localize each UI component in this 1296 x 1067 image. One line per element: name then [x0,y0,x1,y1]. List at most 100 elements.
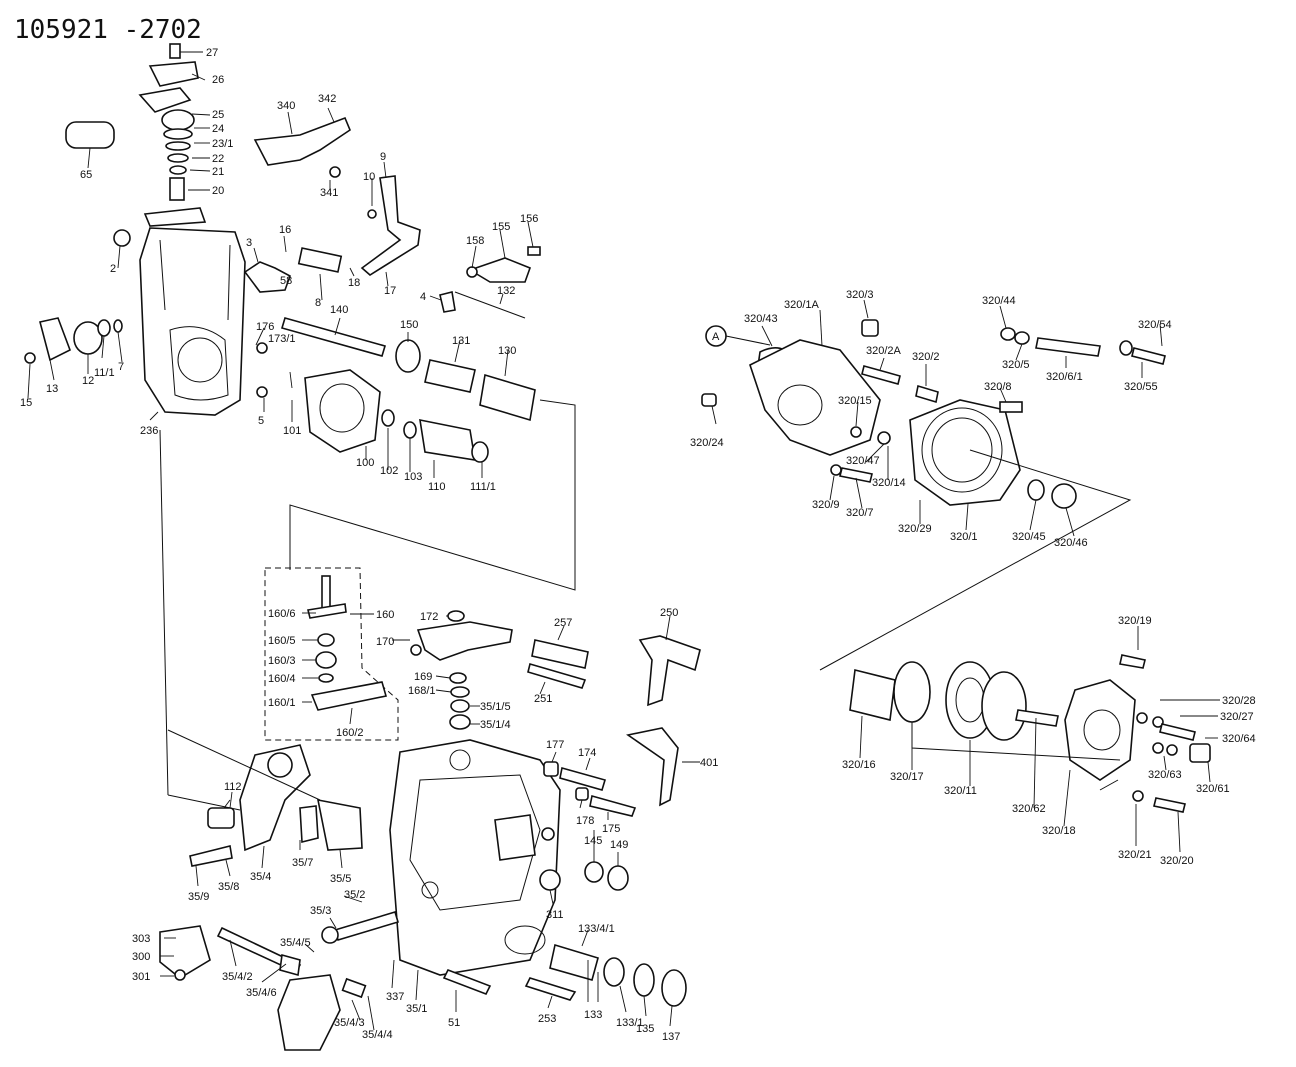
part-label: 149 [610,839,628,851]
part-label: 102 [380,465,398,477]
part-label: 35/9 [188,891,209,903]
part-label: 320/28 [1222,695,1256,707]
part-label: 320/11 [944,785,977,797]
part-label: 320/19 [1118,615,1152,627]
part-label: 320/62 [1012,803,1046,815]
part-label: 320/27 [1220,711,1254,723]
part-label: 160/5 [268,635,296,647]
part-label: 178 [576,815,594,827]
part-label: 320/2 [912,351,940,363]
part-label: 26 [212,74,224,86]
part-label: 100 [356,457,374,469]
part-label: 35/1/4 [480,719,511,731]
part-label: 22 [212,153,224,165]
part-label: 320/16 [842,759,876,771]
part-label: 13 [46,383,58,395]
part-label: 8 [315,297,321,309]
part-label: 17 [384,285,396,297]
part-label: 311 [546,909,564,921]
part-label: 150 [400,319,418,331]
part-label: 133/1 [616,1017,644,1029]
part-label: 9 [380,151,386,163]
part-label: 131 [452,335,470,347]
part-label: 173/1 [268,333,296,345]
part-label: 320/3 [846,289,874,301]
part-label: 7 [118,361,124,373]
pump-body-group [159,567,701,1051]
part-label: 320/63 [1148,769,1182,781]
part-label: 170 [376,636,394,648]
part-label: 20 [212,185,224,197]
part-label: 58 [280,275,292,287]
part-label: 101 [283,425,301,437]
part-label: 320/44 [982,295,1016,307]
part-label: 401 [700,757,718,769]
part-label: 300 [132,951,150,963]
part-label: 110 [428,481,446,493]
part-label: 320/54 [1138,319,1172,331]
part-label: 35/4/5 [280,937,311,949]
part-labels: 2726252423/12221206523165881817340342341… [20,47,1256,1043]
part-label: 340 [277,100,295,112]
part-label: A [712,331,720,343]
part-label: 51 [448,1017,460,1029]
part-label: 4 [420,291,426,303]
part-label: 35/4/3 [334,1017,365,1029]
part-label: 320/43 [744,313,778,325]
part-label: 320/9 [812,499,840,511]
housing-320-group [701,319,1166,671]
part-label: 158 [466,235,484,247]
part-label: 135 [636,1023,654,1035]
part-label: 156 [520,213,538,225]
part-label: 341 [320,187,338,199]
part-label: 65 [80,169,92,181]
part-label: 320/6/1 [1046,371,1083,383]
part-label: 35/1 [406,1003,427,1015]
part-label: 320/1A [784,299,820,311]
part-label: 160 [376,609,394,621]
drawing-number: 105921 -2702 [14,15,202,45]
part-label: 35/1/5 [480,701,511,713]
part-label: 16 [279,224,291,236]
part-label: 174 [578,747,596,759]
part-label: 130 [498,345,516,357]
part-label: 320/17 [890,771,924,783]
part-label: 251 [534,693,552,705]
part-label: 133 [584,1009,602,1021]
part-label: 35/4 [250,871,271,883]
part-label: 175 [602,823,620,835]
part-label: 168/1 [408,685,436,697]
part-label: 160/1 [268,697,296,709]
part-label: 160/4 [268,673,296,685]
part-label: 160/2 [336,727,364,739]
part-label: 160/6 [268,608,296,620]
part-label: 35/7 [292,857,313,869]
part-label: 103 [404,471,422,483]
part-label: 320/8 [984,381,1012,393]
part-label: 132 [497,285,515,297]
part-label: 320/15 [838,395,872,407]
part-label: 35/4/6 [246,987,277,999]
part-label: 137 [662,1031,680,1043]
part-label: 35/3 [310,905,331,917]
part-label: 3 [246,237,252,249]
part-label: 320/21 [1118,849,1152,861]
part-label: 160/3 [268,655,296,667]
part-label: 253 [538,1013,556,1025]
part-label: 111/1 [470,481,496,493]
part-label: 2 [110,263,116,275]
part-label: 250 [660,607,678,619]
part-label: 320/61 [1196,783,1230,795]
part-label: 320/64 [1222,733,1256,745]
part-label: 35/5 [330,873,351,885]
part-label: 24 [212,123,224,135]
part-label: 320/45 [1012,531,1046,543]
part-label: 320/2A [866,345,902,357]
part-label: 18 [348,277,360,289]
part-label: 320/18 [1042,825,1076,837]
part-label: 320/1 [950,531,978,543]
part-label: 320/20 [1160,855,1194,867]
part-label: 320/14 [872,477,906,489]
